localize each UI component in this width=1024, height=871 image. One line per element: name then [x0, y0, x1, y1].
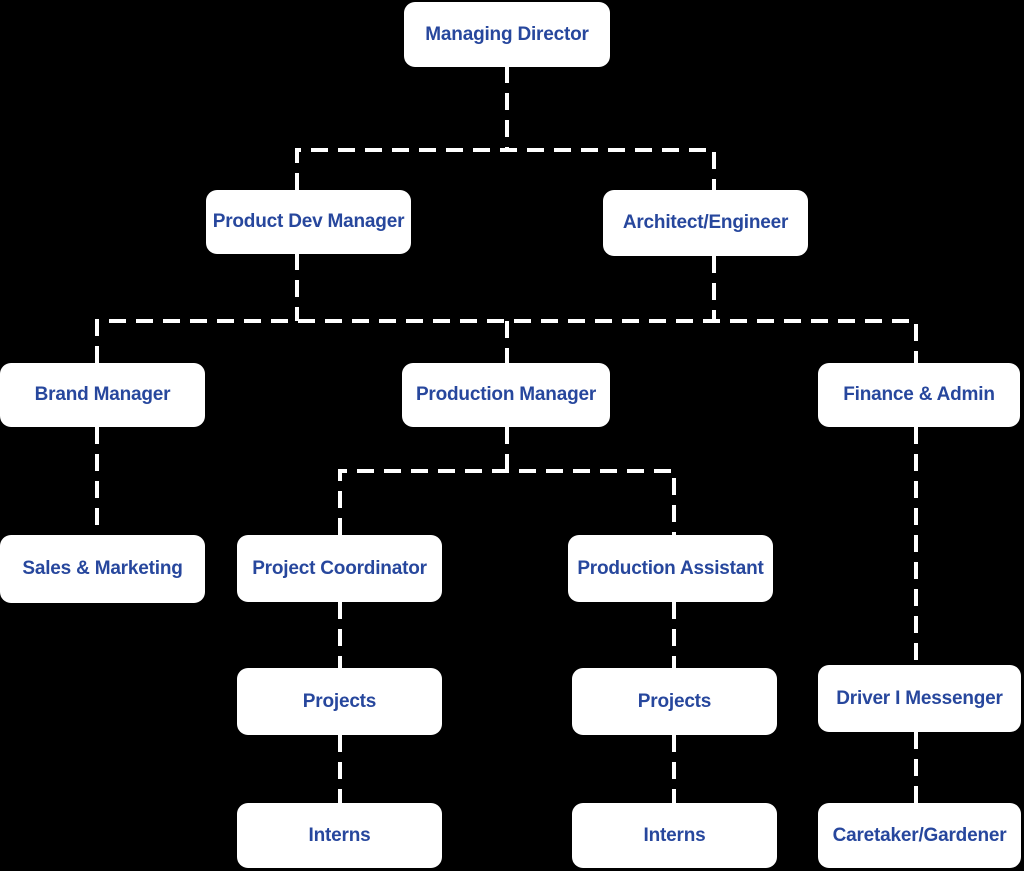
- org-node-label: Projects: [302, 690, 377, 712]
- org-node-projects-left: Projects: [237, 668, 442, 735]
- org-node-label: Interns: [643, 824, 706, 846]
- org-node-label: Production Manager: [415, 384, 597, 405]
- org-node-label: Finance & Admin: [843, 384, 995, 405]
- org-node-project-coordinator: Project Coordinator: [237, 535, 442, 602]
- org-node-sales-marketing: Sales & Marketing: [0, 535, 205, 603]
- org-node-label: Driver I Messenger: [836, 687, 1003, 709]
- org-node-finance-admin: Finance & Admin: [818, 363, 1020, 427]
- org-node-label: Production Assistant: [577, 557, 764, 579]
- org-node-product-dev-manager: Product Dev Manager: [206, 190, 411, 254]
- org-node-production-assistant: Production Assistant: [568, 535, 773, 602]
- org-node-label: Product Dev Manager: [212, 211, 405, 232]
- org-node-label: Architect/Engineer: [622, 212, 789, 233]
- connector-level2-rail: [295, 148, 716, 190]
- org-node-interns-left: Interns: [237, 803, 442, 868]
- org-node-driver-messenger: Driver I Messenger: [818, 665, 1021, 732]
- org-node-label: Interns: [308, 824, 371, 846]
- org-node-label: Projects: [637, 690, 712, 712]
- org-node-label: Project Coordinator: [252, 557, 427, 579]
- org-node-projects-right: Projects: [572, 668, 777, 735]
- connector-level4-rail: [338, 469, 676, 535]
- org-node-brand-manager: Brand Manager: [0, 363, 205, 427]
- org-node-architect-engineer: Architect/Engineer: [603, 190, 808, 256]
- org-node-interns-right: Interns: [572, 803, 777, 868]
- org-node-label: Brand Manager: [34, 384, 171, 405]
- org-node-label: Managing Director: [425, 23, 589, 45]
- org-node-managing-director: Managing Director: [404, 2, 610, 67]
- org-node-caretaker-gardener: Caretaker/Gardener: [818, 803, 1021, 868]
- org-node-label: Caretaker/Gardener: [832, 824, 1007, 846]
- org-node-label: Sales & Marketing: [22, 558, 183, 579]
- org-node-production-manager: Production Manager: [402, 363, 610, 427]
